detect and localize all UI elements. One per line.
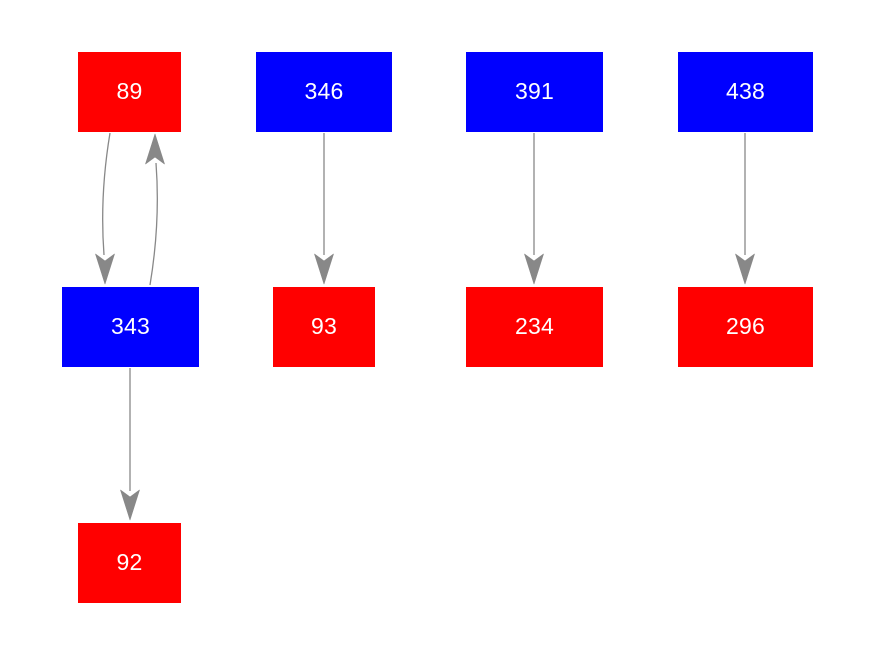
graph-node[interactable]: 92	[78, 523, 181, 603]
graph-node[interactable]: 296	[678, 287, 813, 367]
arrowhead-icon	[524, 253, 544, 285]
graph-edge	[95, 132, 115, 285]
graph-node-label: 296	[726, 312, 765, 339]
graph-node-label: 391	[515, 77, 554, 104]
graph-node-label: 438	[726, 77, 765, 104]
graph-node-label: 93	[311, 312, 337, 339]
graph-node[interactable]: 346	[256, 52, 392, 132]
graph-node[interactable]: 93	[273, 287, 375, 367]
graph-node[interactable]: 343	[62, 287, 199, 367]
arrowhead-icon	[120, 489, 140, 521]
arrowhead-icon	[314, 253, 334, 285]
arrowhead-icon	[145, 133, 165, 165]
graph-node[interactable]: 391	[466, 52, 603, 132]
graph-node[interactable]: 89	[78, 52, 181, 132]
graph-node-label: 89	[116, 77, 143, 104]
graph-node-label: 92	[116, 548, 143, 575]
graph-edge	[314, 133, 334, 285]
graph-node[interactable]: 234	[466, 287, 603, 367]
graph-node-label: 343	[111, 312, 150, 339]
arrowhead-icon	[95, 253, 115, 285]
graph-edge	[120, 368, 140, 521]
graph-edge	[735, 133, 755, 285]
arrowhead-icon	[735, 253, 755, 285]
graph-node-label: 234	[515, 312, 554, 339]
graph-node[interactable]: 438	[678, 52, 813, 132]
graph-edge	[145, 133, 165, 286]
graph-edge	[524, 133, 544, 285]
graph-node-label: 346	[304, 77, 344, 104]
